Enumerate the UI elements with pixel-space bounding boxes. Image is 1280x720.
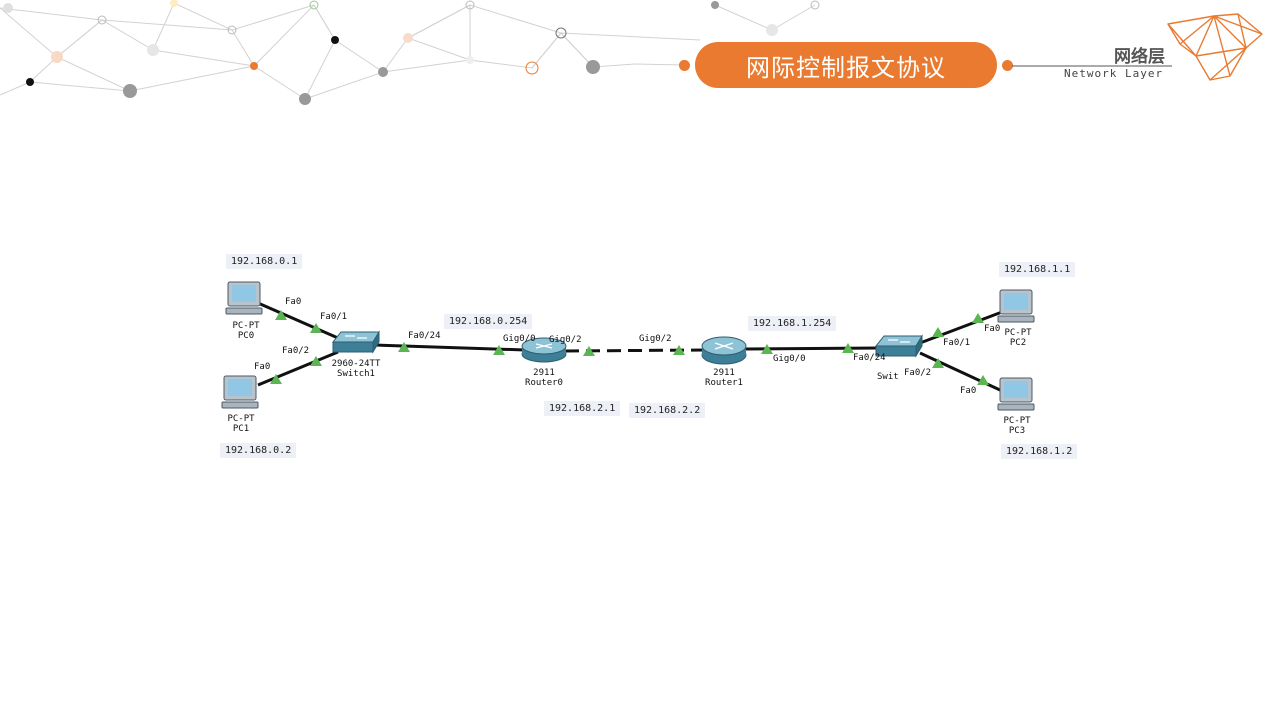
- decorative-network-background-right: [711, 0, 820, 36]
- pc2-name: PC2: [1009, 338, 1027, 348]
- title-right-dot: [1002, 60, 1013, 71]
- router1-name: Router1: [705, 378, 743, 388]
- slide-title: 网际控制报文协议: [695, 42, 997, 88]
- section-title-en: Network Layer: [1064, 67, 1164, 80]
- port-status-pc2-fa0: [972, 313, 984, 323]
- ip-pc3: 192.168.1.2: [1001, 444, 1078, 459]
- port-status-router1-gig0-2: [673, 345, 685, 355]
- port-status-switch2-fa0-1: [932, 327, 944, 337]
- device-label-switch2: Swit: [877, 372, 899, 382]
- port-label-router0-gig0-0: Gig0/0: [503, 334, 536, 344]
- pc3-type: PC-PT: [1003, 416, 1031, 426]
- switch1-icon: [331, 330, 380, 354]
- device-label-pc3: PC-PT PC3: [1003, 416, 1030, 436]
- port-status-pc0-fa0: [275, 310, 287, 320]
- ip-router1-lan: 192.168.1.254: [748, 316, 837, 331]
- router1-model: 2911: [713, 368, 735, 378]
- pc0-icon: [225, 281, 263, 315]
- port-label-pc1-fa0: Fa0: [254, 362, 271, 372]
- port-status-router0-gig0-0: [493, 345, 505, 355]
- port-status-router1-gig0-0: [761, 344, 773, 354]
- pc2-type: PC-PT: [1004, 328, 1032, 338]
- link-router0-router1: [564, 348, 706, 353]
- router1-icon: [701, 336, 747, 365]
- title-connector-line: [1012, 65, 1172, 67]
- link-switch1-router0: [374, 343, 526, 352]
- port-status-pc1-fa0: [270, 374, 282, 384]
- decorative-network-background: [0, 0, 700, 105]
- port-status-pc3-fa0: [977, 375, 989, 385]
- port-label-pc3-fa0: Fa0: [960, 386, 977, 396]
- device-label-switch1: 2960-24TT Switch1: [332, 359, 381, 379]
- switch1-model: 2960-24TT: [331, 359, 381, 369]
- port-label-pc2-fa0: Fa0: [984, 324, 1001, 334]
- device-label-pc2: PC-PT PC2: [1004, 328, 1031, 348]
- port-label-switch1-fa0-24: Fa0/24: [408, 331, 441, 341]
- switch2-icon: [874, 334, 923, 358]
- device-label-pc1: PC-PT PC1: [227, 414, 254, 434]
- port-label-switch1-fa0-1: Fa0/1: [320, 312, 348, 322]
- port-label-router1-gig0-0: Gig0/0: [773, 354, 806, 364]
- pc0-type: PC-PT: [232, 321, 260, 331]
- switch1-name: Switch1: [337, 369, 375, 379]
- ip-pc2: 192.168.1.1: [999, 262, 1076, 277]
- ip-router1-wan: 192.168.2.2: [629, 403, 706, 418]
- pc3-icon: [997, 377, 1035, 411]
- port-status-switch1-fa0-2: [310, 356, 322, 366]
- device-label-router1: 2911 Router1: [705, 368, 743, 388]
- router0-name: Router0: [525, 378, 563, 388]
- port-label-router0-gig0-2: Gig0/2: [549, 335, 582, 345]
- ip-router0-wan: 192.168.2.1: [544, 401, 621, 416]
- router0-icon: [521, 337, 567, 363]
- ip-router0-lan: 192.168.0.254: [444, 314, 533, 329]
- link-pc0-switch1: [257, 301, 339, 340]
- link-pc1-switch1: [257, 350, 339, 387]
- pc1-name: PC1: [232, 424, 250, 434]
- pc0-name: PC0: [237, 331, 255, 341]
- port-label-switch1-fa0-2: Fa0/2: [282, 346, 310, 356]
- port-label-switch2-fa0-1: Fa0/1: [943, 338, 971, 348]
- port-status-switch1-fa0-1: [310, 323, 322, 333]
- device-label-pc0: PC-PT PC0: [232, 321, 259, 341]
- port-status-switch2-fa0-2: [932, 358, 944, 368]
- link-switch2-pc2: [919, 310, 1003, 345]
- polygon-head-logo-icon: [1167, 13, 1263, 81]
- device-label-router0: 2911 Router0: [525, 368, 563, 388]
- port-label-pc0-fa0: Fa0: [285, 297, 302, 307]
- ip-pc1: 192.168.0.2: [220, 443, 297, 458]
- port-status-router0-gig0-2: [583, 346, 595, 356]
- port-status-switch2-fa0-24: [842, 343, 854, 353]
- pc1-icon: [221, 375, 259, 409]
- pc3-name: PC3: [1008, 426, 1026, 436]
- router0-model: 2911: [533, 368, 555, 378]
- title-left-dot: [679, 60, 690, 71]
- ip-pc0: 192.168.0.1: [226, 254, 303, 269]
- pc2-icon: [997, 289, 1035, 323]
- port-label-router1-gig0-2: Gig0/2: [639, 334, 672, 344]
- section-title-cn: 网络层: [1114, 47, 1165, 67]
- port-label-switch2-fa0-24: Fa0/24: [853, 353, 886, 363]
- pc1-type: PC-PT: [227, 414, 255, 424]
- port-status-switch1-fa0-24: [398, 342, 410, 352]
- port-label-switch2-fa0-2: Fa0/2: [904, 368, 932, 378]
